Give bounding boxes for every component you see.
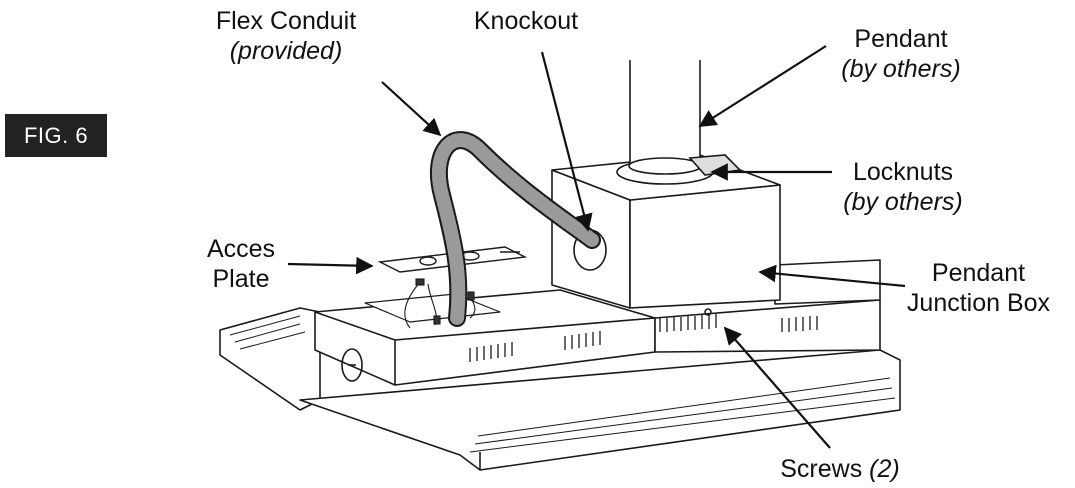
label-screws-title: Screws — [780, 455, 863, 483]
label-locknuts-sub: (by others) — [843, 188, 963, 216]
arrow-access-plate — [287, 256, 374, 275]
label-flex-conduit: Flex Conduit (provided) — [196, 6, 376, 66]
fixture-body — [219, 259, 901, 471]
label-junction-box-line2: Junction Box — [906, 289, 1051, 317]
leader-arrows — [287, 45, 906, 449]
label-access-plate: Acces Plate — [195, 234, 287, 294]
label-screws: Screws (2) — [764, 454, 916, 484]
label-flex-conduit-sub: (provided) — [229, 37, 343, 65]
label-screws-count: (2) — [869, 455, 900, 483]
arrow-pendant — [698, 45, 827, 127]
label-knockout: Knockout — [456, 6, 596, 36]
label-junction-box: Pendant Junction Box — [886, 258, 1071, 318]
label-knockout-title: Knockout — [473, 7, 579, 35]
arrow-screws — [723, 326, 831, 449]
label-locknuts: Locknuts (by others) — [828, 157, 978, 217]
label-pendant-title: Pendant — [854, 25, 948, 53]
flex-conduit — [429, 131, 601, 327]
label-junction-box-line1: Pendant — [931, 259, 1026, 287]
figure-badge: FIG. 6 — [5, 114, 107, 157]
arrow-knockout — [540, 51, 593, 232]
arrow-junction-box — [758, 264, 906, 288]
label-access-plate-line2: Plate — [212, 265, 270, 293]
label-access-plate-line1: Acces — [206, 235, 276, 263]
label-pendant: Pendant (by others) — [826, 24, 976, 84]
label-pendant-sub: (by others) — [841, 55, 961, 83]
label-locknuts-title: Locknuts — [852, 158, 954, 186]
wire-leads — [404, 278, 476, 329]
label-flex-conduit-title: Flex Conduit — [215, 7, 357, 35]
pendant-pipe — [616, 60, 742, 185]
arrow-flex-conduit — [381, 81, 442, 137]
